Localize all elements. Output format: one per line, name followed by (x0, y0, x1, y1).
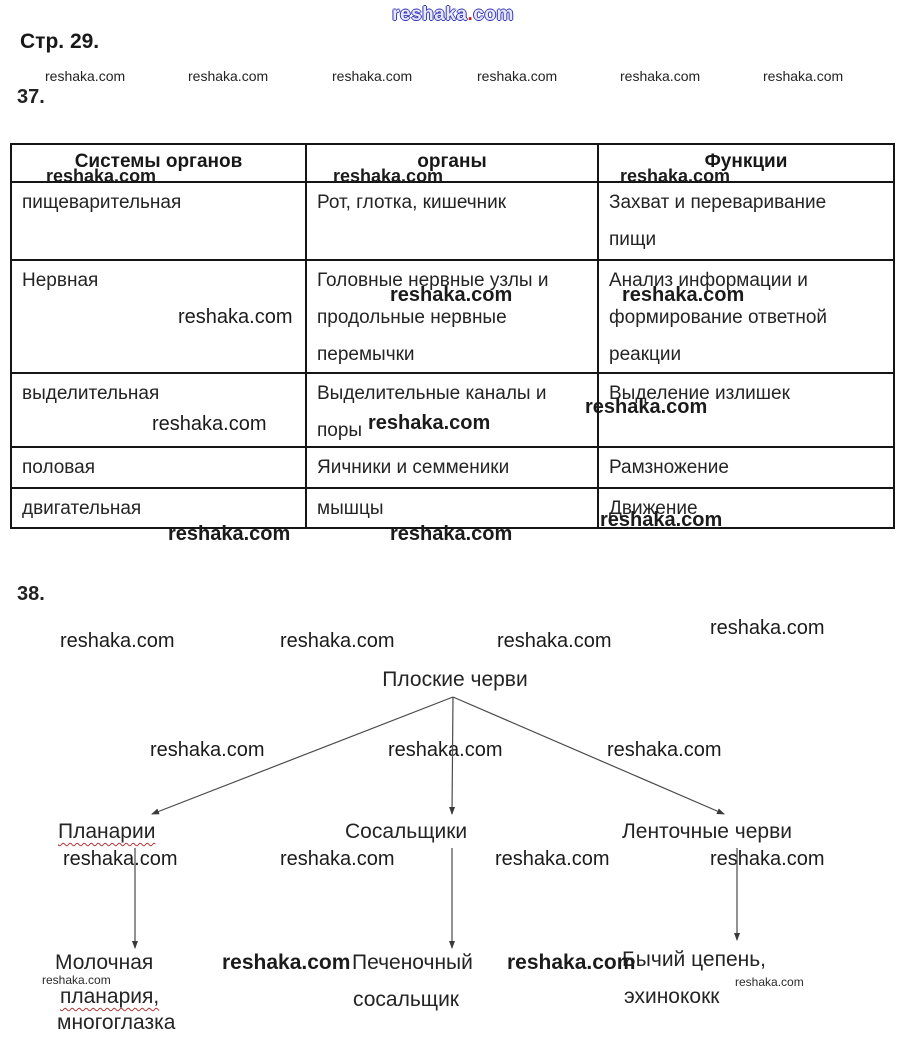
table-cell-functions: Анализ информации и формирование ответной… (599, 261, 893, 374)
cell-line: формирование ответной (609, 307, 828, 328)
table-cell-functions: Выделение излишек (599, 374, 893, 448)
watermark: reshaka.com (178, 306, 293, 328)
watermark: reshaka.com (332, 68, 413, 84)
table-cell-system: двигательная (12, 489, 307, 527)
diagram-branch-lentochnye: Ленточные черви (622, 820, 792, 843)
cell-line: Рот, глотка, кишечник (317, 192, 507, 213)
diagram-leaf-line: эхинококк (624, 985, 720, 1008)
task-38-label: 38. (17, 583, 45, 605)
watermark: reshaka.com (507, 951, 636, 974)
watermark: reshaka.com (495, 848, 610, 870)
table-cell-system: Нервная (12, 261, 307, 374)
page-title: Стр. 29. (20, 30, 100, 53)
cell-line: пищеварительная (22, 192, 182, 213)
watermark: reshaka.com (46, 166, 157, 186)
cell-line: реакции (609, 344, 682, 365)
watermark: reshaka.com (60, 630, 175, 652)
table-header-organs: органы (307, 145, 599, 183)
cell-line: Нервная (22, 270, 99, 291)
diagram-branch-planarii: Планарии (58, 820, 156, 843)
watermark: reshaka.com (390, 523, 513, 545)
watermark: reshaka.com (333, 166, 444, 186)
cell-line: Головные нервные узлы и (317, 270, 549, 291)
table-cell-functions: Захват и переваривание пищи (599, 183, 893, 261)
cell-line: мышцы (317, 498, 384, 519)
watermark: reshaka.com (477, 68, 558, 84)
diagram-branch-sosalshchiki: Сосальщики (345, 820, 468, 843)
diagram-root-label: Плоские черви (382, 668, 528, 691)
diagram-leaf-line: Бычий цепень, (622, 948, 767, 971)
watermark: reshaka.com (735, 975, 804, 989)
diagram-leaf-line: многоглазка (57, 1011, 176, 1034)
watermark: reshaka.com (497, 630, 612, 652)
watermark: reshaka.com (710, 848, 825, 870)
watermark: reshaka.com (763, 68, 844, 84)
cell-line: двигательная (22, 498, 142, 519)
cell-line: Выделительные каналы и (317, 383, 547, 404)
watermark: reshaka.com (388, 739, 503, 761)
table-cell-functions: Движение (599, 489, 893, 527)
site-watermark-outline: reshaka.com (0, 4, 906, 26)
table-cell-system: пищеварительная (12, 183, 307, 261)
table-cell-system: половая (12, 448, 307, 489)
watermark-part: reshaka (392, 4, 468, 25)
watermark-dot: . (467, 4, 474, 25)
diagram-leaf-line: сосальщик (353, 988, 459, 1011)
cell-line: Рамзножение (609, 457, 729, 478)
table-cell-organs: Рот, глотка, кишечник (307, 183, 599, 261)
task-37-label: 37. (17, 86, 45, 108)
cell-line: продольные нервные (317, 307, 507, 328)
table-cell-organs: Головные нервные узлы и продольные нервны… (307, 261, 599, 374)
watermark: reshaka.com (280, 630, 395, 652)
cell-line: Яичники и семменики (317, 457, 510, 478)
table-header-functions: Функции (599, 145, 893, 183)
table-cell-functions: Рамзножение (599, 448, 893, 489)
watermark: reshaka.com (607, 739, 722, 761)
cell-line: Захват и переваривание (609, 192, 827, 213)
cell-line: поры (317, 420, 363, 441)
cell-line: Движение (609, 498, 698, 519)
cell-line: пищи (609, 229, 657, 250)
watermark: reshaka.com (390, 284, 513, 306)
organ-systems-table: Системы органов органы Функции пищеварит… (10, 143, 895, 529)
table-header-systems: Системы органов (12, 145, 307, 183)
table-cell-organs: Яичники и семменики (307, 448, 599, 489)
watermark: reshaka.com (622, 284, 745, 306)
watermark: reshaka.com (42, 973, 111, 987)
watermark: reshaka.com (280, 848, 395, 870)
cell-line: выделительная (22, 383, 160, 404)
cell-line: Выделение излишек (609, 383, 790, 404)
watermark: reshaka.com (710, 617, 825, 639)
watermark: reshaka.com (368, 412, 491, 434)
diagram-leaf-line: планария, (60, 985, 160, 1008)
watermark: reshaka.com (168, 523, 291, 545)
watermark: reshaka.com (585, 396, 708, 418)
table-cell-system: выделительная (12, 374, 307, 448)
watermark: reshaka.com (620, 68, 701, 84)
watermark: reshaka.com (63, 848, 178, 870)
watermark: reshaka.com (222, 951, 351, 974)
watermark-part: com (473, 4, 514, 25)
watermark: reshaka.com (620, 166, 731, 186)
table-cell-organs: Выделительные каналы и поры (307, 374, 599, 448)
watermark: reshaka.com (150, 739, 265, 761)
diagram-leaf-line: Молочная (55, 951, 154, 974)
table-cell-organs: мышцы (307, 489, 599, 527)
watermark: reshaka.com (600, 509, 723, 531)
cell-line: перемычки (317, 344, 415, 365)
watermark: reshaka.com (188, 68, 269, 84)
watermark: reshaka.com (152, 413, 267, 435)
diagram-leaf-line: Печеночный (352, 951, 473, 974)
cell-line: Анализ информации и (609, 270, 808, 291)
watermark: reshaka.com (45, 68, 126, 84)
cell-line: половая (22, 457, 96, 478)
